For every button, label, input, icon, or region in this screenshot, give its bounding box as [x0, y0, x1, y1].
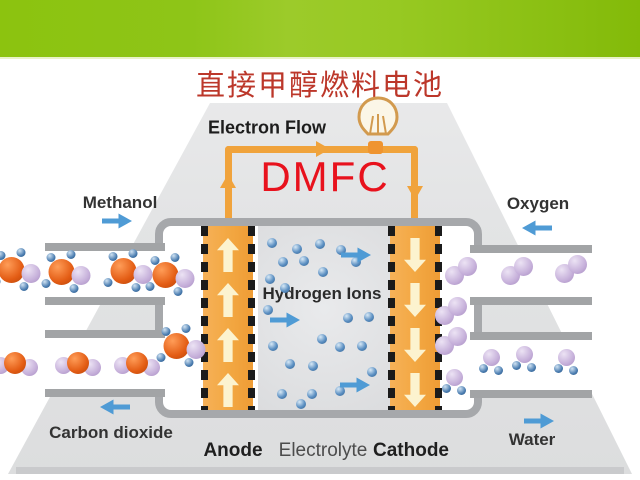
water-label: Water: [508, 430, 556, 449]
hydrogen-ion: [267, 238, 277, 248]
hydrogen-ion: [307, 389, 317, 399]
hydrogen-ion: [268, 341, 278, 351]
hydrogen-ion: [292, 244, 302, 254]
anode-catalyst-dashes-left: [201, 226, 208, 410]
methanol-molecule: [145, 253, 195, 298]
cathode-down-arrow-icon: [404, 373, 426, 407]
hydrogen-ion: [265, 274, 275, 284]
anode-up-arrow-icon: [217, 238, 239, 272]
hydrogen-ion: [357, 341, 367, 351]
carbon-dioxide-molecule: [114, 350, 160, 376]
methanol-molecule: [41, 250, 91, 295]
hydrogen-ions-label: Hydrogen Ions: [262, 284, 382, 303]
hydrogen-ion: [335, 342, 345, 352]
water-molecule: [512, 346, 538, 374]
anode-catalyst-dashes-right: [248, 226, 255, 410]
hydrogen-ion: [351, 257, 361, 267]
hydrogen-ion: [296, 399, 306, 409]
oxygen-flow-arrow-icon: [522, 221, 552, 236]
hydrogen-ion: [285, 359, 295, 369]
hydrogen-ion: [318, 267, 328, 277]
anode-electrode: [201, 226, 255, 410]
hydrogen-ion: [299, 256, 309, 266]
cathode-label: Cathode: [373, 440, 449, 461]
oxygen-molecule: [501, 257, 535, 287]
methanol-molecule: [0, 248, 41, 293]
bulb-socket-node: [368, 141, 383, 154]
anode-up-arrow-icon: [217, 328, 239, 362]
page-title: 直接甲醇燃料电池: [195, 70, 444, 102]
anode-up-arrow-icon: [217, 283, 239, 317]
hydrogen-ion: [367, 367, 377, 377]
electrolyte-label: Electrolyte: [278, 440, 368, 461]
cathode-electrode: [388, 226, 442, 410]
oxygen-label: Oxygen: [506, 194, 570, 213]
electron-flow-up-arrow-icon: [220, 174, 236, 188]
carbon-dioxide-molecule: [0, 350, 38, 376]
oxygen-molecule: [435, 297, 469, 327]
oxygen-molecule: [555, 255, 589, 285]
methanol-label: Methanol: [82, 193, 158, 212]
hydrogen-ion: [317, 334, 327, 344]
electron-flow-label: Electron Flow: [207, 117, 327, 138]
hydrogen-ion: [343, 313, 353, 323]
hydrogen-ion: [278, 257, 288, 267]
oxygen-molecule: [445, 257, 479, 287]
hydrogen-ion: [280, 283, 290, 293]
methanol-molecule: [156, 324, 206, 369]
lightbulb-icon: [357, 96, 399, 136]
cathode-down-arrow-icon: [404, 238, 426, 272]
hydrogen-ion: [277, 389, 287, 399]
water-molecule: [479, 349, 505, 377]
anode-label: Anode: [203, 440, 263, 461]
hydrogen-ion: [335, 386, 345, 396]
hydrogen-ion: [308, 361, 318, 371]
header-bar: [0, 0, 640, 59]
oxygen-molecule: [435, 327, 469, 357]
dmfc-label: DMFC: [260, 153, 390, 200]
carbon-dioxide-molecule: [55, 350, 101, 376]
anode-up-arrow-icon: [217, 373, 239, 407]
hydrogen-ion: [364, 312, 374, 322]
carbon-dioxide-label: Carbon dioxide: [49, 423, 173, 442]
hydrogen-ion: [336, 245, 346, 255]
water-molecule: [554, 349, 580, 377]
electron-flow-down-arrow-icon: [407, 186, 423, 200]
hydrogen-ion: [315, 239, 325, 249]
cathode-down-arrow-icon: [404, 328, 426, 362]
water-molecule: [442, 369, 468, 397]
cathode-catalyst-dashes-left: [388, 226, 395, 410]
methanol-molecule: [103, 249, 153, 294]
circuit-wire-right: [411, 146, 418, 222]
pyramid-base-edge: [16, 467, 624, 474]
cathode-down-arrow-icon: [404, 283, 426, 317]
hydrogen-ion: [263, 305, 273, 315]
electron-flow-right-arrow-icon: [316, 141, 330, 157]
methanol-flow-arrow-icon: [102, 213, 132, 229]
